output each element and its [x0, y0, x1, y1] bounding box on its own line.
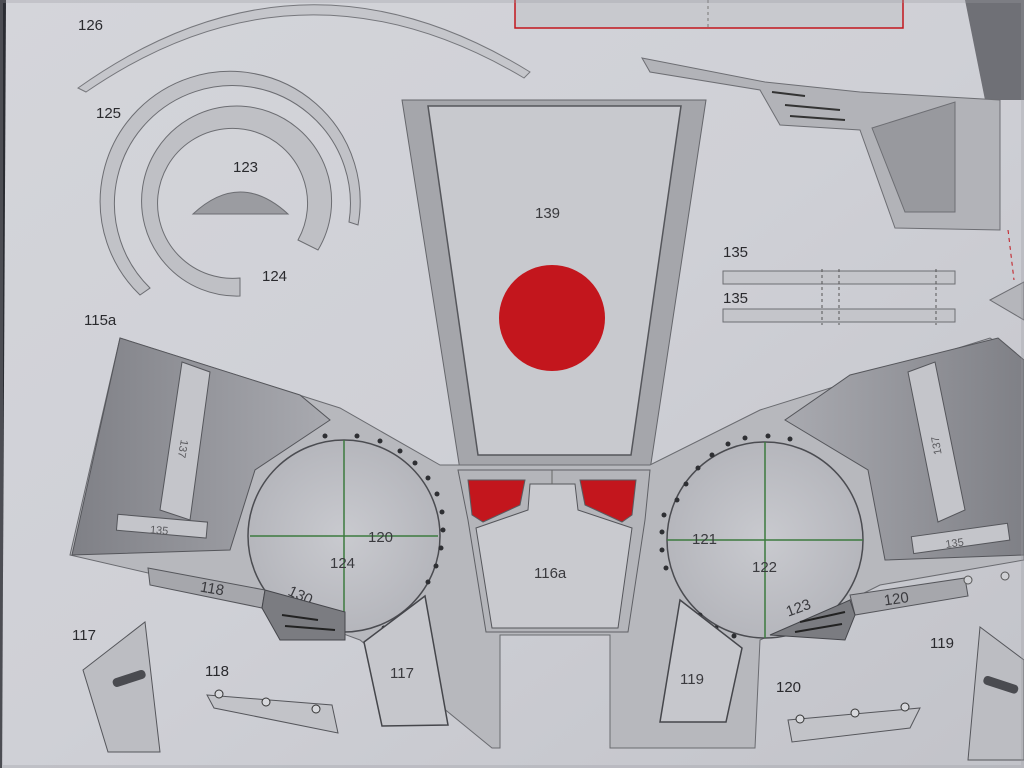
right-120-text: 120 — [883, 589, 910, 609]
label-115a: 115a — [84, 312, 117, 329]
part-116a — [475, 483, 633, 629]
part-125-ring — [99, 70, 361, 296]
label-135-a: 135 — [723, 244, 748, 261]
top-right-slot-3 — [789, 115, 846, 121]
part-117-slot — [112, 669, 146, 687]
right-disc-121: 121 — [692, 531, 717, 548]
right-strip-135 — [910, 522, 1011, 555]
label-123: 123 — [233, 159, 258, 176]
left-130-slot-2 — [284, 625, 336, 631]
top-right-slot-2 — [784, 104, 841, 111]
table-edge-left — [0, 0, 6, 768]
part-120-pegs — [795, 702, 910, 724]
part-118-piece — [206, 694, 339, 734]
part-124-ring — [141, 105, 333, 297]
label-118: 118 — [205, 663, 229, 680]
part-120-piece — [787, 707, 921, 743]
part-118-pegs — [214, 689, 321, 714]
left-disc-124: 124 — [330, 555, 355, 572]
left-137-text: 137 — [175, 439, 190, 459]
left-118-text: 118 — [199, 579, 226, 600]
right-137-text: 137 — [930, 435, 945, 455]
hinomaru-red-disc — [499, 265, 605, 371]
part-top-right-insert — [871, 101, 956, 213]
table-edge-top-right — [965, 0, 1024, 100]
label-126: 126 — [78, 17, 103, 34]
right-part-119-body — [659, 598, 743, 723]
label-135-b: 135 — [723, 290, 748, 307]
part-119-slot — [983, 675, 1019, 694]
left-117-text: 117 — [390, 665, 414, 682]
red-vent-right — [579, 479, 637, 523]
part-126-arc — [77, 4, 531, 93]
label-117: 117 — [72, 627, 96, 644]
left-rivets — [322, 433, 446, 631]
part-117-piece — [82, 621, 161, 753]
left-135-text: 135 — [149, 524, 168, 538]
top-right-slot-1 — [771, 91, 806, 97]
right-edge-rivets — [963, 571, 1010, 585]
part-123-dome — [191, 191, 290, 215]
left-strip-135 — [115, 513, 209, 539]
right-119-text: 119 — [680, 671, 704, 688]
red-vent-left — [467, 479, 526, 523]
part-119-piece — [967, 626, 1024, 761]
label-120: 120 — [776, 679, 801, 696]
left-disc-120: 120 — [368, 529, 393, 546]
right-disc-122: 122 — [752, 559, 777, 576]
label-124: 124 — [262, 268, 287, 285]
left-part-117-body — [363, 594, 449, 727]
label-139: 139 — [535, 205, 560, 222]
label-116a: 116a — [534, 565, 567, 582]
top-right-fold — [1007, 229, 1015, 281]
label-119: 119 — [930, 635, 954, 652]
left-wing-dark — [71, 337, 331, 556]
label-125: 125 — [96, 105, 121, 122]
top-red-frame — [514, 0, 904, 29]
right-insert-slot-1 — [799, 611, 846, 623]
left-130-slot-1 — [281, 614, 319, 621]
left-strip-137 — [159, 361, 211, 521]
part-135-strip-b — [722, 308, 956, 323]
left-part-130 — [261, 589, 346, 641]
right-strip-137 — [907, 361, 966, 523]
right-insert-slot-2 — [794, 623, 843, 633]
right-135-text: 135 — [945, 537, 965, 551]
right-part-120 — [849, 577, 969, 616]
top-right-piece-lower — [988, 281, 1024, 321]
